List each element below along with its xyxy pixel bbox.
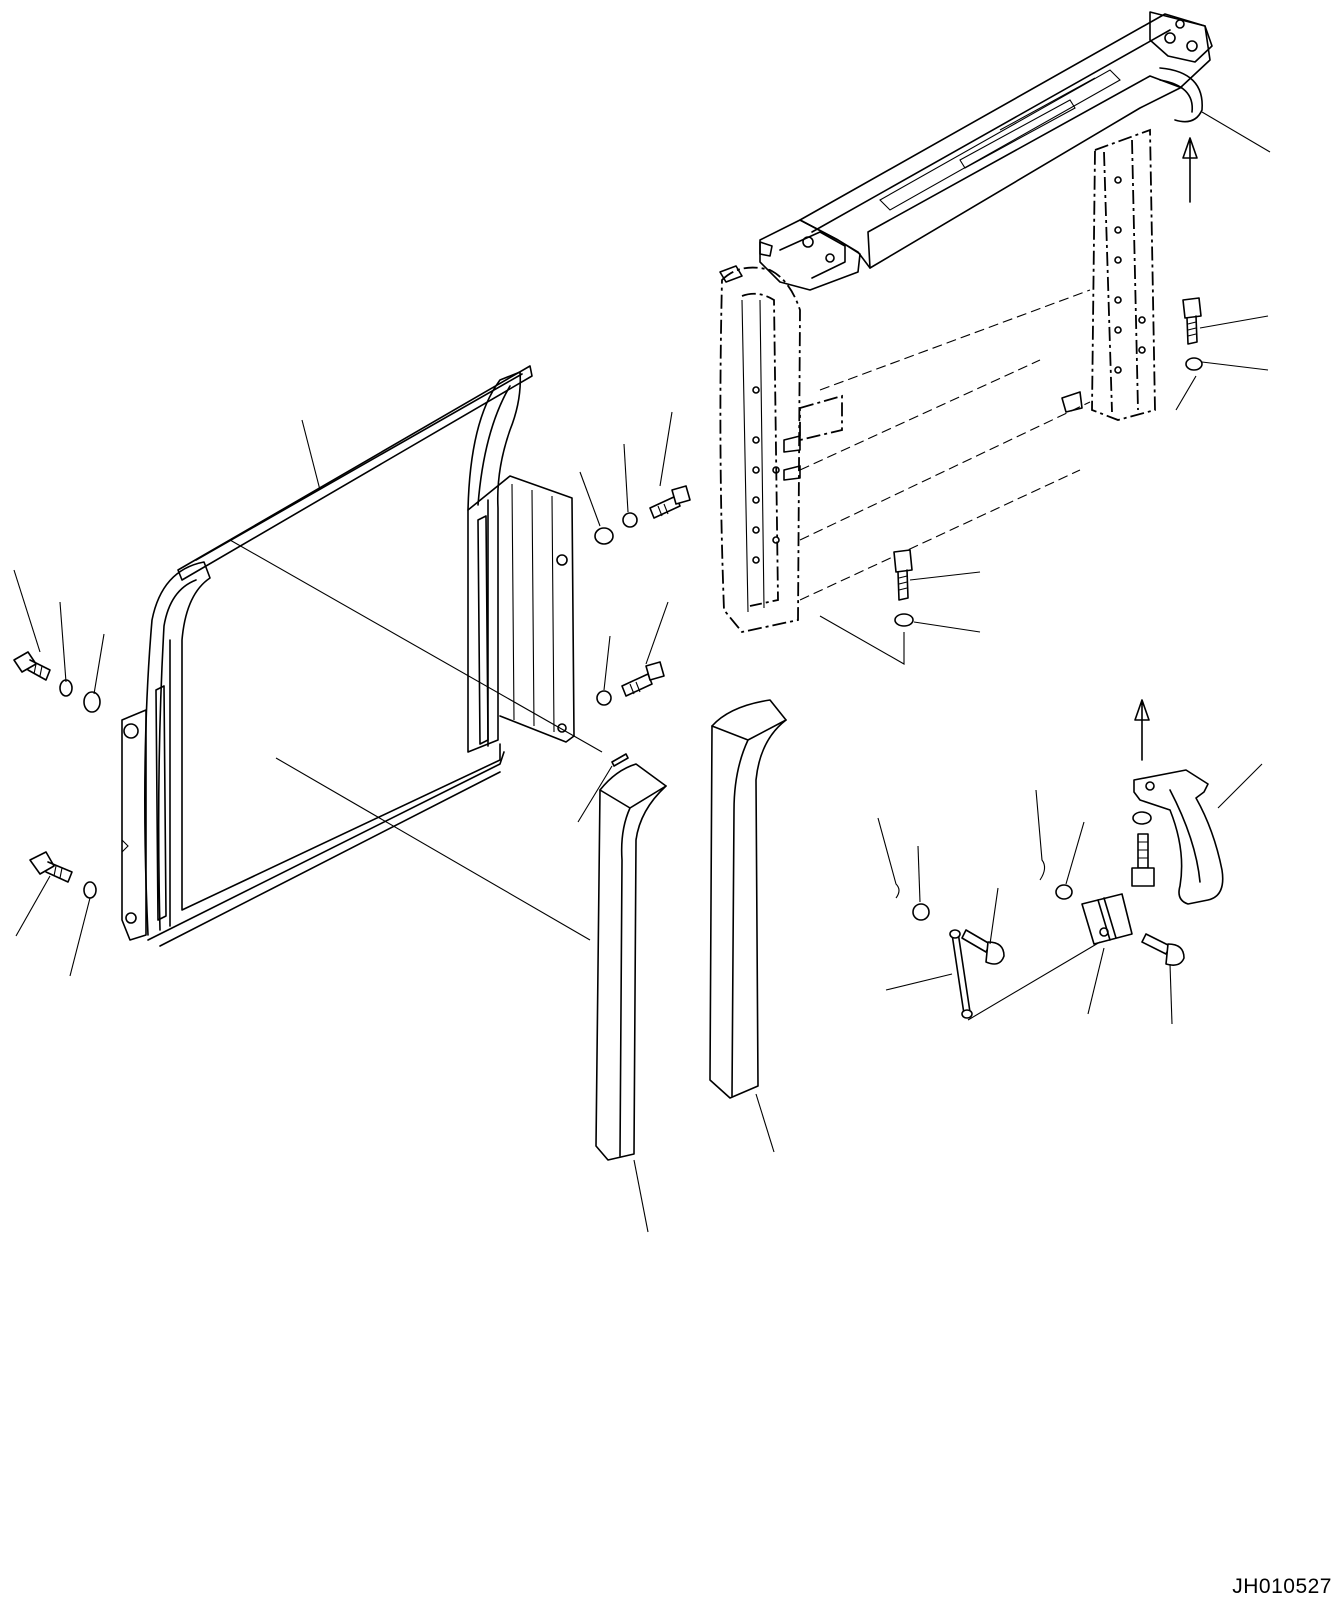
gas-spring (950, 930, 972, 1018)
bolt-icon (650, 486, 690, 518)
bolt-icon (622, 662, 664, 696)
washer-icon (84, 692, 100, 712)
washer-icon (60, 680, 72, 696)
bolt-icon (1142, 934, 1184, 965)
bolt-icon (962, 930, 1004, 964)
bolt-icon (1183, 298, 1201, 344)
washer-icon (1056, 885, 1072, 899)
bolt-icon (894, 550, 912, 600)
window-panel (122, 366, 574, 946)
weather-strip-2 (710, 700, 786, 1098)
arrow-up-icon (1135, 700, 1149, 760)
hinge-bracket (1082, 894, 1132, 944)
drawing-code: JH010527 (1232, 1575, 1332, 1598)
bolt-icon (1132, 834, 1154, 886)
bolt-icon (30, 852, 72, 882)
washer-icon (1186, 358, 1202, 370)
washer-icon (913, 904, 929, 920)
cab-frame (720, 12, 1212, 632)
small-plug-icon (612, 754, 628, 766)
washer-icon (623, 513, 637, 527)
washer-icon (895, 614, 913, 626)
weather-strip-1 (596, 764, 666, 1160)
callout-leaders (14, 112, 1270, 1232)
washer-icon (1133, 812, 1151, 824)
bolt-icon (14, 652, 50, 680)
washer-icon (597, 691, 611, 705)
arrow-up-icon (1183, 138, 1197, 202)
washer-icon (595, 528, 613, 544)
washer-icon (84, 882, 96, 898)
bracket (1134, 770, 1223, 904)
